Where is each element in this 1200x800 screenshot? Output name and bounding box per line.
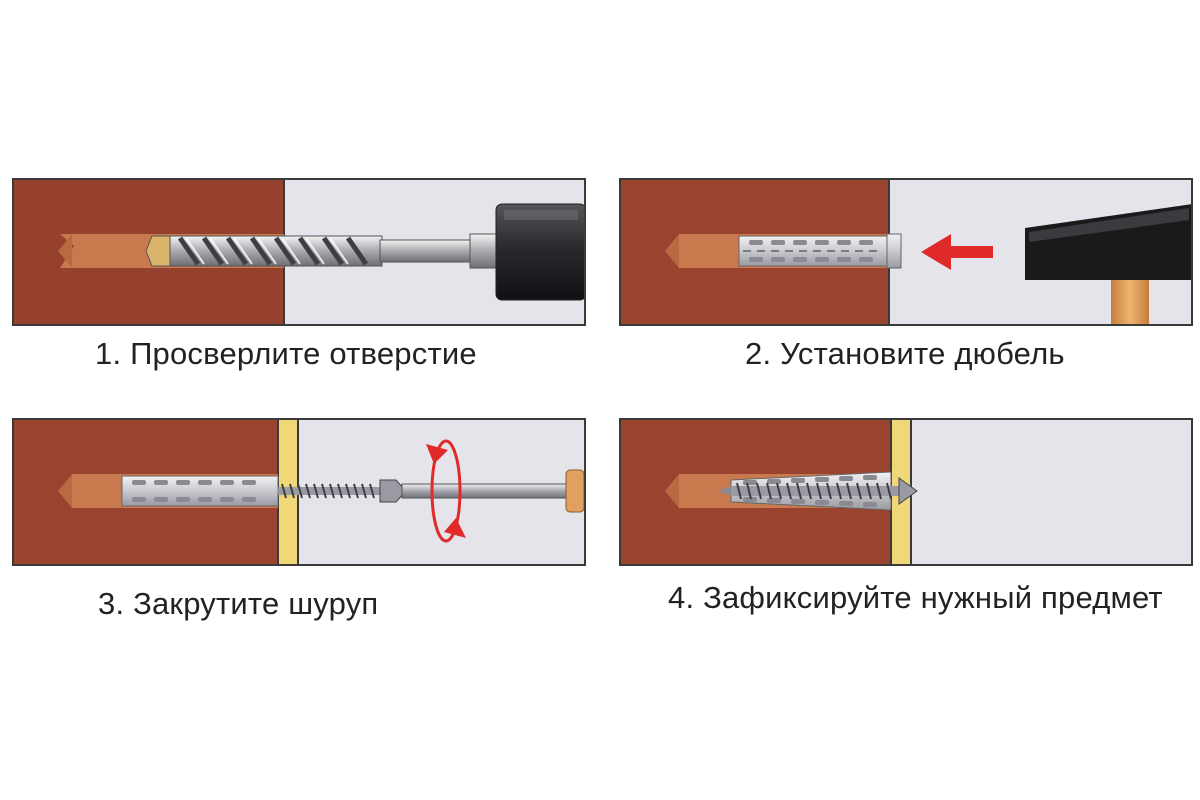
screwdriver-icon <box>401 469 584 513</box>
step-3-illustration <box>12 418 586 566</box>
screw-icon <box>717 477 918 505</box>
drill-icon <box>145 203 584 301</box>
rotation-arrow-icon <box>426 439 466 543</box>
step-4-illustration <box>619 418 1193 566</box>
dowel <box>738 233 902 269</box>
step-4-caption: 4. Зафиксируйте нужный предмет <box>668 580 1163 615</box>
left-arrow-icon <box>921 234 993 270</box>
step-1-caption: 1. Просверлите отверстие <box>95 336 477 371</box>
step-2-illustration <box>619 178 1193 326</box>
hammer-icon <box>1025 204 1191 324</box>
step-2-caption: 2. Установите дюбель <box>745 336 1065 371</box>
step-1-illustration <box>12 178 586 326</box>
dowel <box>121 475 279 507</box>
step-3-caption: 3. Закрутите шуруп <box>98 586 379 621</box>
screw <box>278 479 407 503</box>
